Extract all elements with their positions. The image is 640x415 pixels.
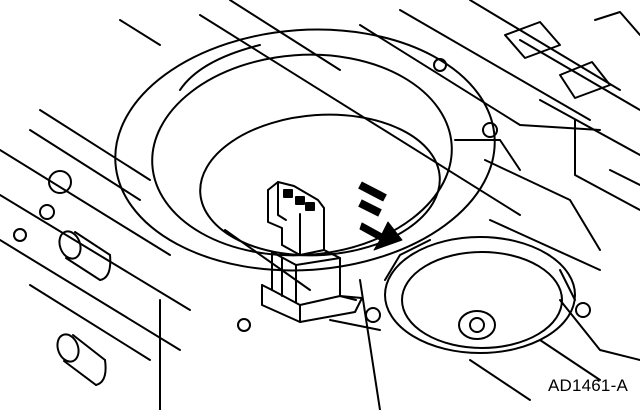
electrical-connector-icon: [261, 181, 363, 323]
bolt-hole-icons: [13, 58, 591, 332]
dowel-pin-icons: [56, 230, 112, 386]
install-direction-arrow-icon: [358, 181, 403, 251]
piston-bore-icon: [384, 236, 576, 354]
servo-bore-icon: [114, 28, 496, 272]
figure-id-label: AD1461-A: [547, 376, 628, 395]
